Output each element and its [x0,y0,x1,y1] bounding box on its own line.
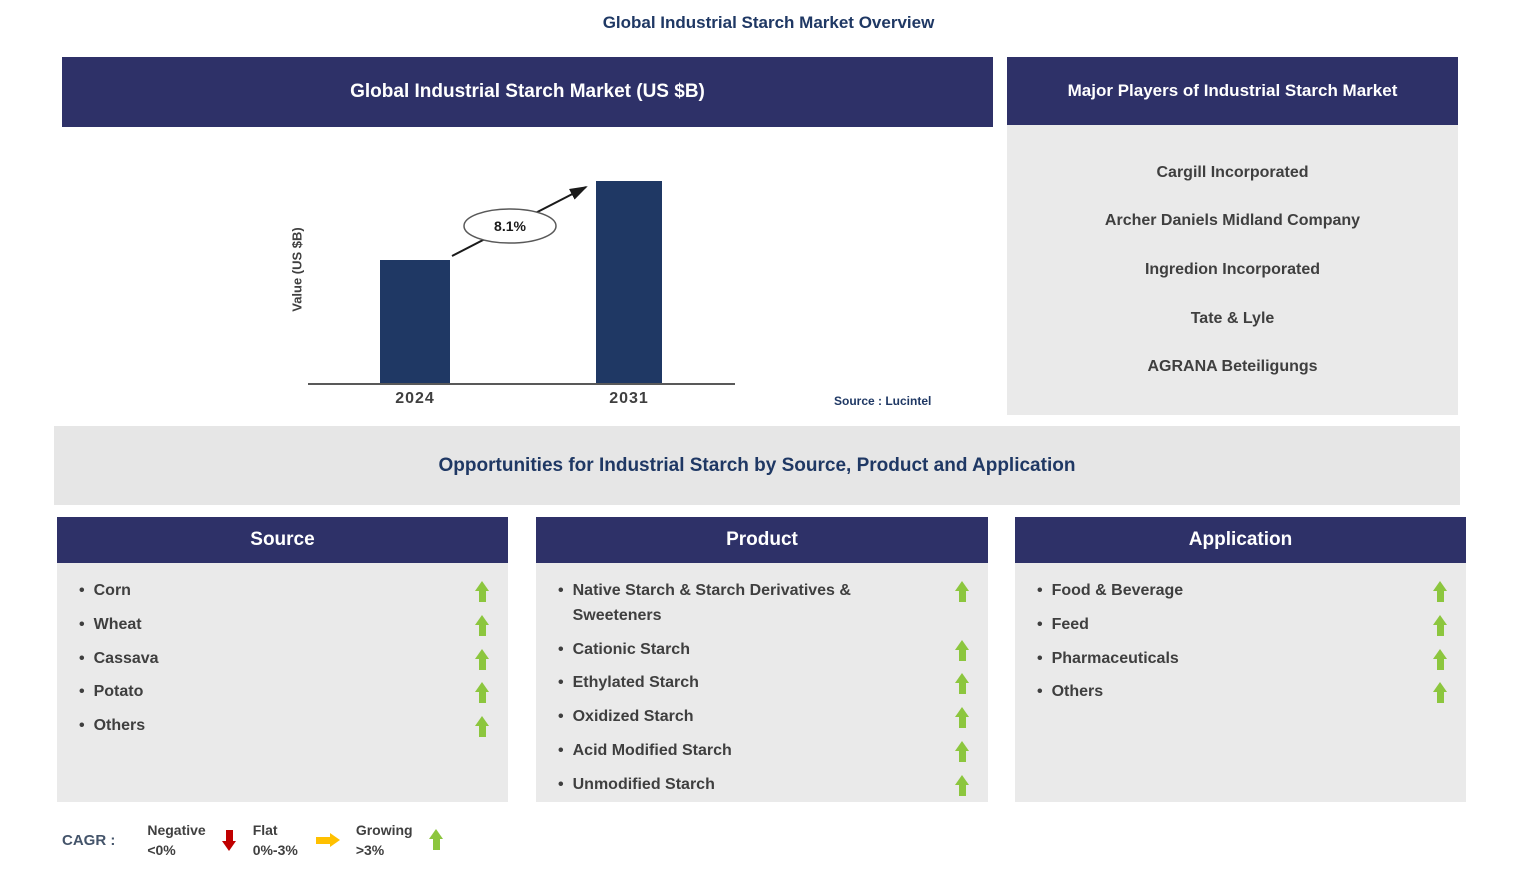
growth-annotation: 8.1% [451,186,588,257]
item-label: Corn [93,582,131,599]
trend-up-icon [955,740,970,763]
legend-flat: Flat 0%-3% [253,820,298,861]
market-bar-chart: Value (US $B) 8.1% 2024 2031 Source : Lu… [62,127,993,420]
y-axis-label: Value (US $B) [289,227,305,312]
list-item: Ethylated Starch [558,671,970,696]
trend-flat-icon [314,832,340,848]
legend-growing-name: Growing [355,822,413,838]
item-label: Others [93,717,146,735]
item-label: Feed [1051,615,1089,633]
x-axis-label-2031: 2031 [609,390,649,407]
trend-up-icon [955,774,970,797]
player-item: AGRANA Beteiligungs [1147,358,1318,376]
trend-up-icon [955,639,970,662]
item-label: Oxidized Starch [572,708,694,726]
legend-growing: Growing >3% [356,820,413,861]
product-column-body: Native Starch & Starch Derivatives & Swe… [536,563,988,802]
item-label: Native Starch & Starch Derivatives & Swe… [572,582,851,624]
item-label: Cationic Starch [572,640,690,658]
trend-up-icon [475,581,490,603]
application-column-header: Application [1015,517,1466,563]
cagr-value: 8.1% [494,218,526,234]
list-item: Cationic Starch [558,638,970,663]
bar-2024 [380,260,450,383]
player-item: Ingredion Incorporated [1144,260,1321,278]
trend-up-icon [475,716,490,738]
list-item: Acid Modified Starch [558,739,970,764]
x-axis-line [308,383,735,385]
legend-negative: Negative <0% [147,820,205,861]
cagr-legend-label: CAGR : [62,831,116,849]
application-column-body: Food & Beverage Feed Pharmaceuticals Oth… [1015,563,1466,802]
players-panel-header: Major Players of Industrial Starch Marke… [1007,57,1458,125]
trend-up-icon [475,614,490,637]
bar-2031 [596,181,662,383]
trend-up-icon [1433,682,1448,704]
source-column-body: Corn Wheat Cassava Potato Others [57,563,508,802]
item-label: Others [1051,683,1104,701]
trend-up-icon [955,707,970,729]
trend-up-icon [475,648,490,671]
list-item: Native Starch & Starch Derivatives & Swe… [558,579,970,629]
chart-panel-header: Global Industrial Starch Market (US $B) [62,57,993,127]
list-item: Feed [1037,613,1448,638]
item-label: Cassava [93,649,159,667]
item-label: Potato [93,683,144,701]
players-panel-title: Major Players of Industrial Starch Marke… [1067,80,1398,100]
item-label: Food & Beverage [1051,582,1184,599]
player-item: Cargill Incorporated [1156,163,1309,181]
list-item: Food & Beverage [1037,579,1448,604]
item-label: Acid Modified Starch [572,741,732,759]
trend-down-icon [221,829,237,852]
x-axis-label-2024: 2024 [395,390,435,407]
trend-up-icon [1433,648,1448,671]
page-title: Global Industrial Starch Market Overview [602,13,935,32]
player-item: Tate & Lyle [1190,309,1275,327]
trend-up-icon [1433,614,1448,637]
source-note: Source : Lucintel [834,394,932,408]
legend-flat-range: 0%-3% [252,842,298,859]
cagr-ellipse [463,208,557,244]
product-column-title: Product [726,529,798,550]
trend-up-icon [428,829,444,851]
source-column-title: Source [250,529,315,550]
legend-growing-range: >3% [355,842,385,859]
trend-up-icon [1433,581,1448,603]
source-column-header: Source [57,517,508,563]
players-panel-body: Cargill Incorporated Archer Daniels Midl… [1007,125,1458,415]
chart-panel-title: Global Industrial Starch Market (US $B) [350,81,705,102]
trend-up-icon [955,673,970,695]
list-item: Potato [79,680,490,705]
list-item: Oxidized Starch [558,705,970,730]
legend-flat-name: Flat [252,822,278,838]
item-label: Wheat [93,615,142,633]
opportunities-banner: Opportunities for Industrial Starch by S… [54,426,1460,505]
item-label: Pharmaceuticals [1051,649,1179,667]
list-item: Others [1037,680,1448,705]
opportunities-title: Opportunities for Industrial Starch by S… [438,454,1076,476]
player-item: Archer Daniels Midland Company [1104,212,1361,230]
list-item: Pharmaceuticals [1037,647,1448,672]
item-label: Ethylated Starch [572,674,699,692]
item-label: Unmodified Starch [572,775,715,793]
growth-arrow-icon [451,186,588,257]
trend-up-icon [955,581,970,603]
cagr-legend: CAGR : Negative <0% Flat 0%-3% Growing >… [62,820,444,861]
list-item: Wheat [79,613,490,638]
product-column-header: Product [536,517,988,563]
list-item: Corn [79,579,490,604]
list-item: Cassava [79,647,490,672]
legend-negative-name: Negative [147,822,206,838]
list-item: Others [79,714,490,739]
list-item: Unmodified Starch [558,773,970,798]
application-column-title: Application [1188,529,1293,550]
legend-negative-range: <0% [147,842,176,859]
trend-up-icon [475,682,490,704]
